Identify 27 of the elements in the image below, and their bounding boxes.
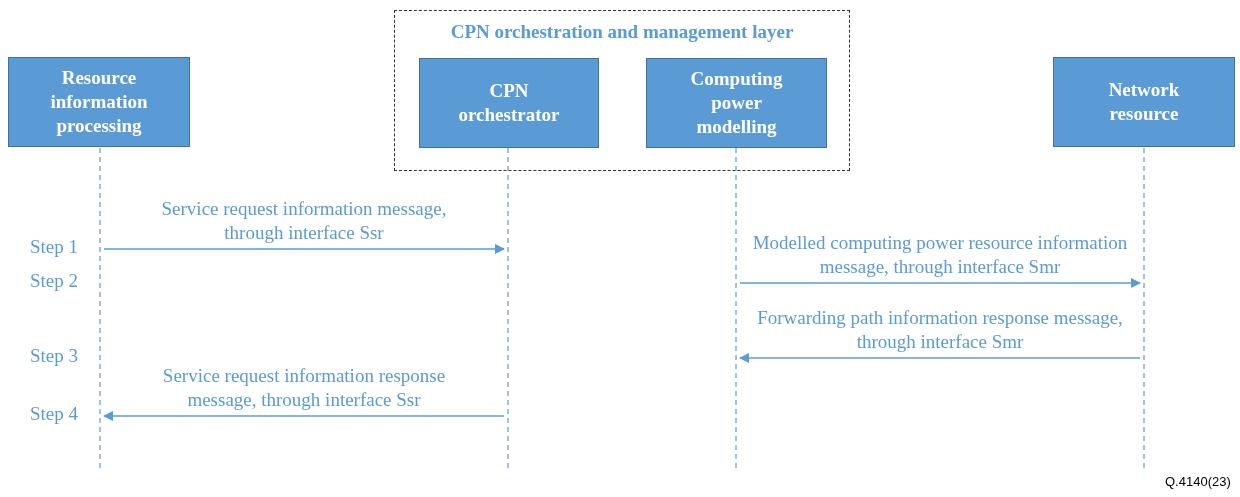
- dashed-group-frame: [394, 10, 850, 171]
- message-arrow: [739, 278, 1141, 288]
- participant-box: [419, 58, 599, 148]
- edge-label: Service request information response message, through interface Ssr: [161, 364, 447, 412]
- lifeline: [732, 148, 740, 468]
- box-label: CPN orchestrator: [457, 79, 561, 127]
- step-label: Step 2: [30, 270, 79, 292]
- participant-box: [646, 58, 827, 148]
- message-arrow: [103, 411, 505, 421]
- message-arrow: [103, 244, 505, 254]
- edge-label: Service request information message, through interface Ssr: [160, 197, 448, 245]
- lifeline: [504, 148, 512, 468]
- group-title: CPN orchestration and management layer: [449, 21, 795, 43]
- figure-number: Q.4140(23): [1165, 474, 1231, 489]
- participant-box: [8, 57, 190, 147]
- lifeline: [1140, 148, 1148, 468]
- step-label: Step 3: [30, 345, 79, 367]
- message-arrow: [739, 353, 1141, 363]
- participant-box: [1053, 57, 1235, 147]
- box-label: Network resource: [1107, 78, 1181, 126]
- step-label: Step 1: [30, 236, 79, 258]
- edge-label: Modelled computing power resource information message, through interface Smr: [751, 231, 1129, 279]
- step-label: Step 4: [30, 403, 79, 425]
- box-label: Resource information processing: [49, 66, 149, 138]
- edge-label: Forwarding path information response message, through interface Smr: [756, 306, 1124, 354]
- lifeline: [96, 148, 104, 468]
- box-label: Computing power modelling: [689, 67, 784, 139]
